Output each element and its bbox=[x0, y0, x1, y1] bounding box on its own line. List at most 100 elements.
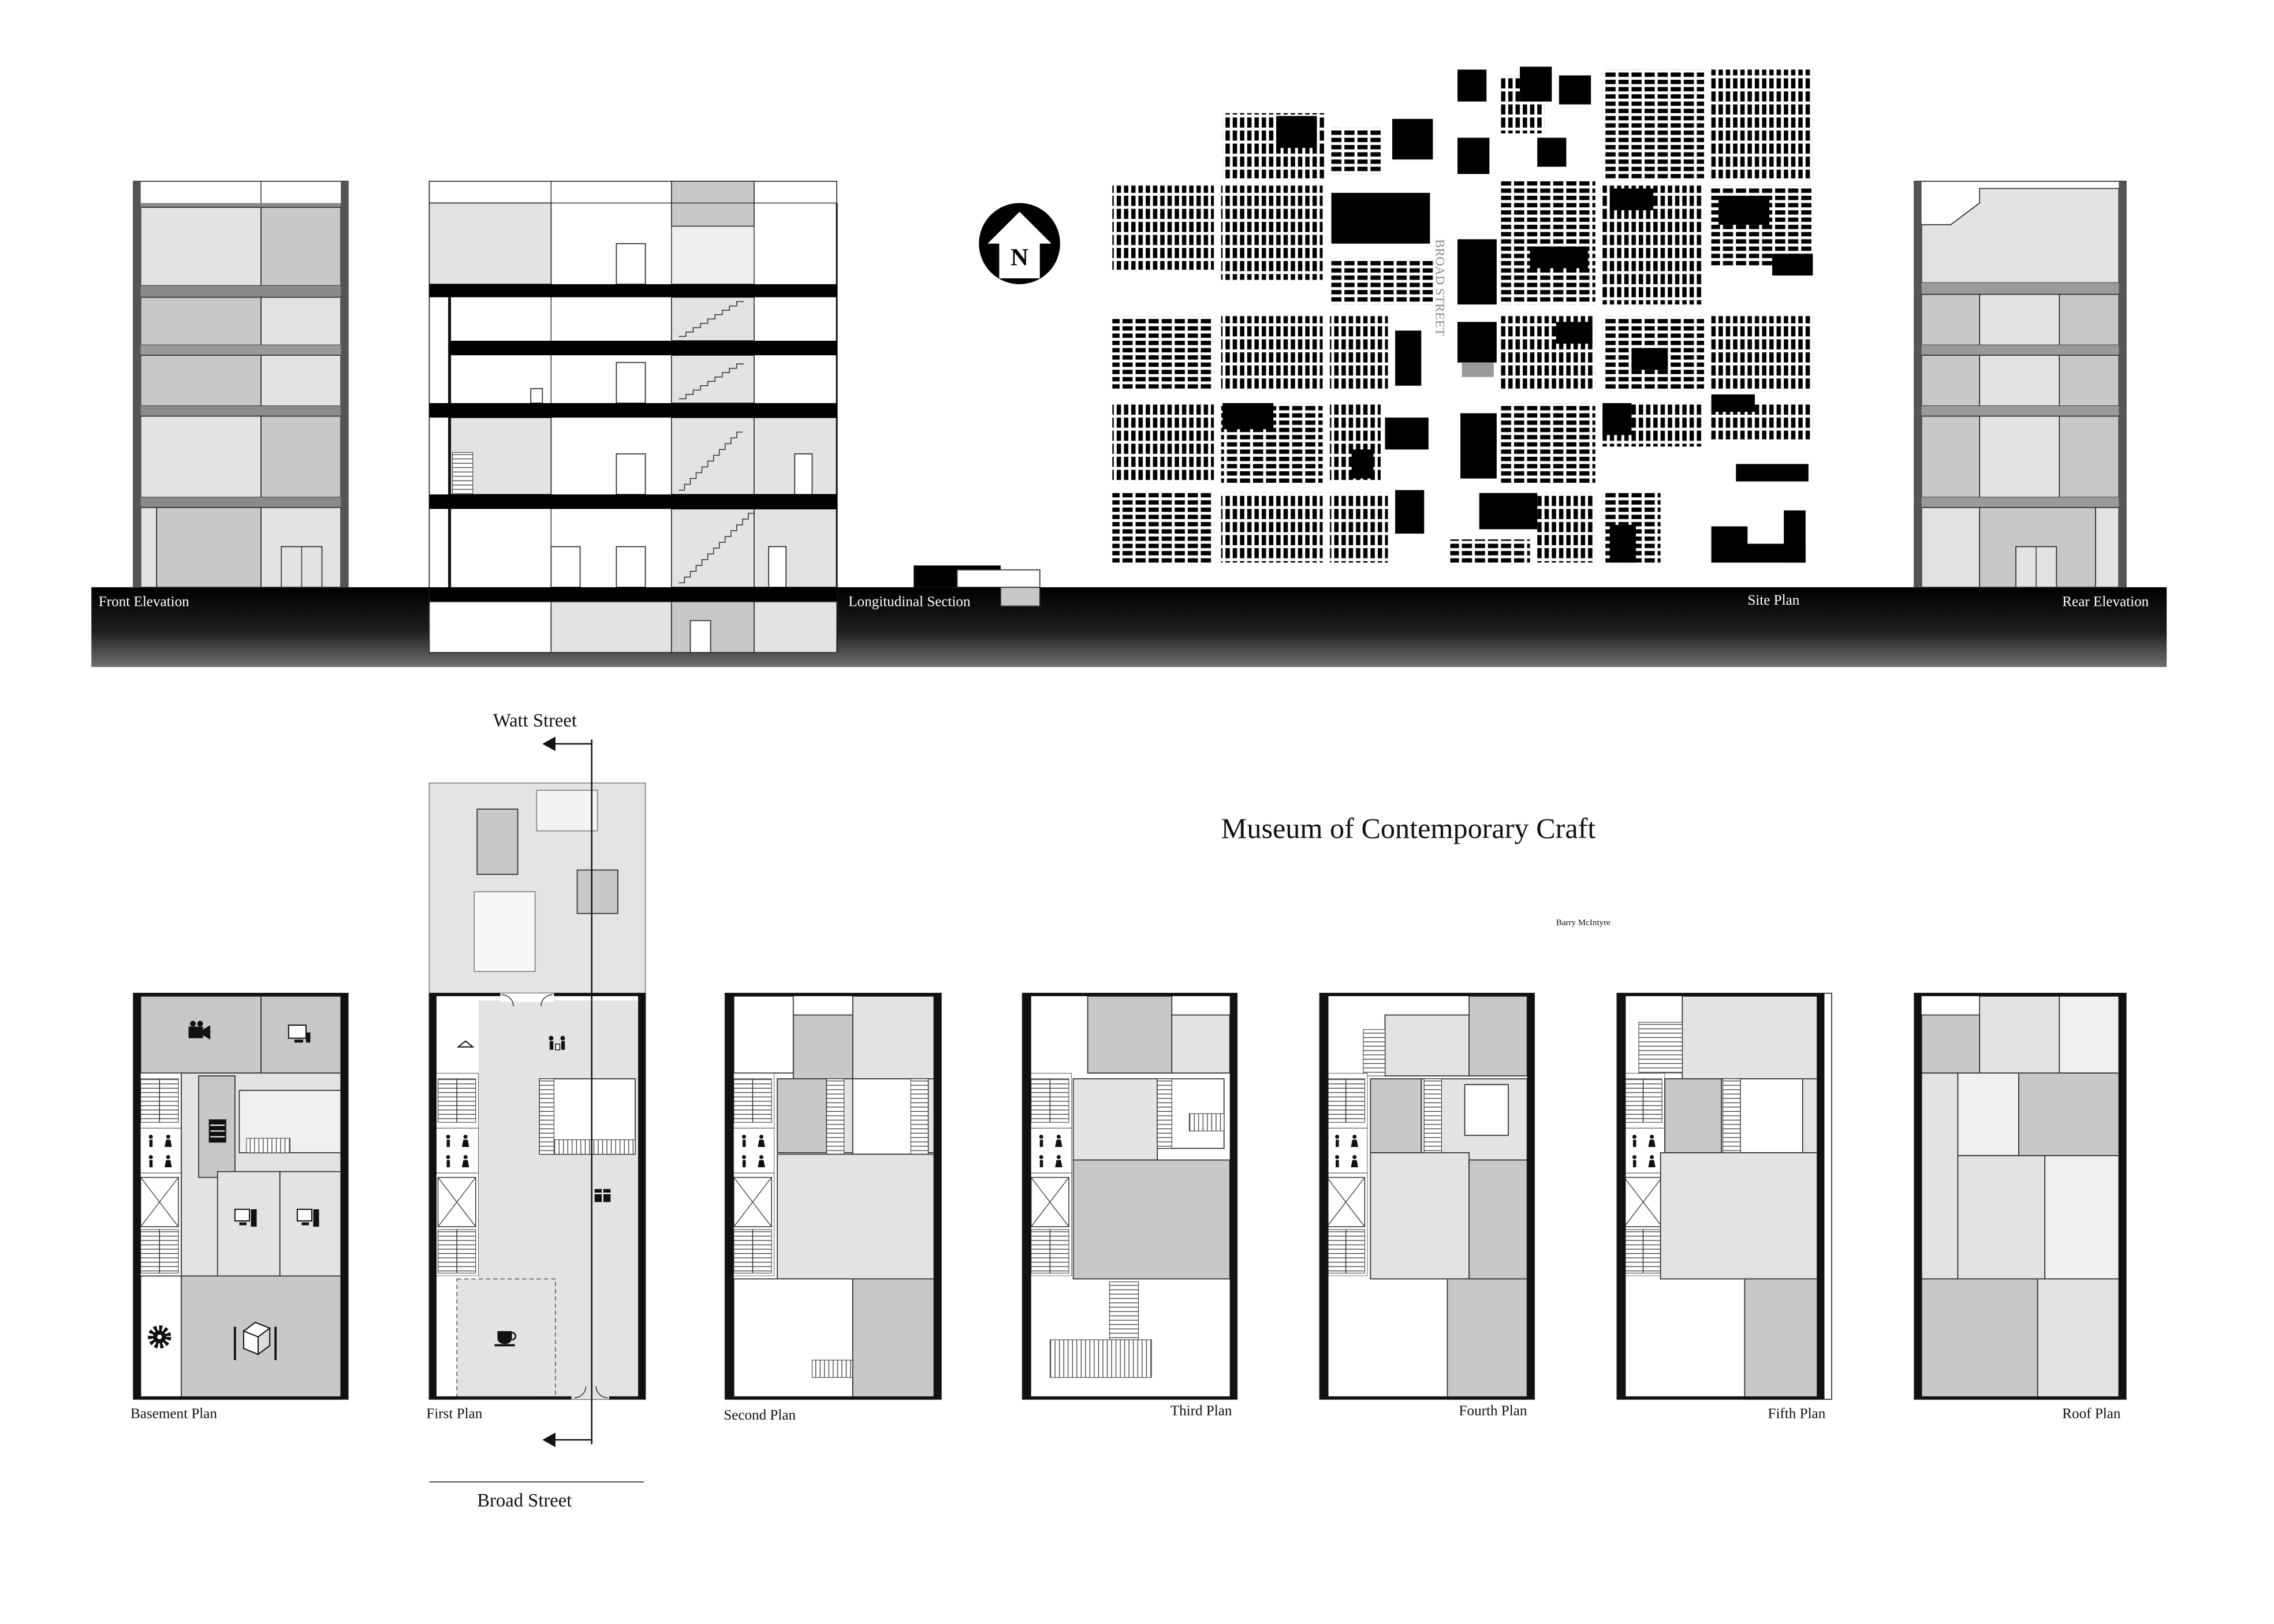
stair-core bbox=[670, 508, 755, 588]
stair bbox=[679, 301, 744, 337]
railing bbox=[530, 388, 543, 404]
side-wall bbox=[1817, 993, 1825, 1399]
stair bbox=[539, 1078, 554, 1155]
stair bbox=[553, 1139, 636, 1155]
roof-panel bbox=[2059, 995, 2120, 1074]
room bbox=[1464, 1084, 1509, 1136]
roof-panel bbox=[1921, 1072, 1959, 1280]
building bbox=[1784, 510, 1806, 563]
gallery-hall bbox=[1660, 1152, 1818, 1280]
panel bbox=[140, 506, 158, 588]
basement-plan bbox=[133, 992, 349, 1400]
panel bbox=[2095, 506, 2120, 588]
room bbox=[1087, 995, 1173, 1074]
room bbox=[1468, 1159, 1528, 1280]
side-wall bbox=[429, 993, 437, 1399]
building bbox=[1395, 330, 1422, 386]
room bbox=[1744, 1278, 1818, 1400]
core bbox=[1324, 1072, 1368, 1276]
side-wall bbox=[934, 993, 941, 1399]
rear-elevation-label: Rear Elevation bbox=[2062, 594, 2149, 609]
front-elevation bbox=[133, 180, 349, 588]
first-plan bbox=[428, 782, 646, 1400]
basement-core bbox=[670, 601, 755, 653]
building bbox=[1609, 524, 1636, 563]
side-wall bbox=[1617, 993, 1626, 1399]
building bbox=[1736, 464, 1809, 482]
broad-street-label: Broad Street bbox=[477, 1491, 572, 1511]
arrow-left-icon bbox=[542, 736, 556, 751]
basement-room bbox=[550, 601, 672, 653]
coat-hanger-icon bbox=[456, 1040, 475, 1048]
roof-panel bbox=[1957, 1072, 2019, 1156]
gallery-hall bbox=[1072, 1159, 1231, 1280]
room bbox=[1664, 1078, 1723, 1153]
building bbox=[1520, 66, 1552, 102]
basement-plan-label: Basement Plan bbox=[131, 1406, 217, 1421]
side-wall bbox=[1914, 181, 1922, 587]
building bbox=[1711, 394, 1755, 412]
building-block bbox=[1112, 403, 1214, 483]
gallery bbox=[1072, 1078, 1158, 1161]
floor-slab bbox=[429, 403, 837, 418]
north-arrow-icon: N bbox=[979, 203, 1060, 285]
building bbox=[1537, 137, 1567, 167]
floor-band bbox=[1914, 345, 2126, 356]
panel bbox=[260, 207, 342, 286]
north-label: N bbox=[1011, 244, 1028, 271]
gift-icon bbox=[594, 1189, 611, 1202]
plaza-element bbox=[576, 869, 618, 914]
computer-icon bbox=[296, 1208, 319, 1227]
stair bbox=[910, 1078, 929, 1155]
canopy-roof bbox=[956, 569, 1041, 588]
gallery-hall bbox=[1370, 1152, 1470, 1280]
entrance bbox=[500, 993, 554, 1002]
building bbox=[1276, 116, 1317, 148]
stair bbox=[826, 1078, 845, 1155]
floor-band bbox=[1914, 282, 2126, 295]
building-block bbox=[1330, 316, 1388, 389]
panel bbox=[1921, 355, 1981, 407]
building-block bbox=[1112, 185, 1214, 270]
stair bbox=[1157, 1078, 1172, 1149]
roof-panel bbox=[2044, 1155, 2120, 1280]
gallery-hall bbox=[777, 1153, 935, 1280]
building-block bbox=[1221, 185, 1323, 280]
core bbox=[137, 1072, 181, 1276]
panel bbox=[2059, 355, 2120, 407]
building-block bbox=[1330, 493, 1388, 563]
roof-panel bbox=[2018, 1072, 2120, 1156]
stair bbox=[1638, 1022, 1683, 1074]
computer-icon bbox=[288, 1025, 311, 1043]
building bbox=[1457, 322, 1497, 363]
panel bbox=[1979, 355, 2060, 407]
panel bbox=[140, 355, 262, 407]
stair-core bbox=[670, 355, 755, 404]
side-wall bbox=[133, 993, 141, 1399]
building bbox=[1385, 418, 1429, 450]
core bbox=[1028, 1072, 1072, 1276]
building bbox=[1222, 403, 1274, 430]
first-plan-label: First Plan bbox=[426, 1406, 482, 1421]
stair bbox=[679, 431, 743, 491]
stair bbox=[452, 452, 474, 495]
side-wall bbox=[725, 993, 734, 1399]
room bbox=[792, 1014, 853, 1081]
stair-core bbox=[670, 417, 755, 496]
building bbox=[1392, 118, 1433, 160]
building bbox=[1457, 239, 1497, 305]
door bbox=[768, 546, 787, 588]
panel bbox=[260, 415, 342, 498]
door bbox=[550, 546, 581, 588]
building-block bbox=[1112, 493, 1214, 563]
roof-panel bbox=[1921, 1014, 1981, 1074]
floor-slab bbox=[449, 341, 837, 356]
floor-band bbox=[133, 203, 348, 208]
room bbox=[777, 1078, 827, 1153]
building bbox=[1351, 449, 1374, 479]
floor-band bbox=[133, 497, 348, 508]
roof-panel bbox=[1921, 1278, 2038, 1400]
side-wall bbox=[638, 993, 646, 1399]
building-block bbox=[1450, 539, 1530, 563]
fourth-plan-label: Fourth Plan bbox=[1459, 1403, 1527, 1418]
